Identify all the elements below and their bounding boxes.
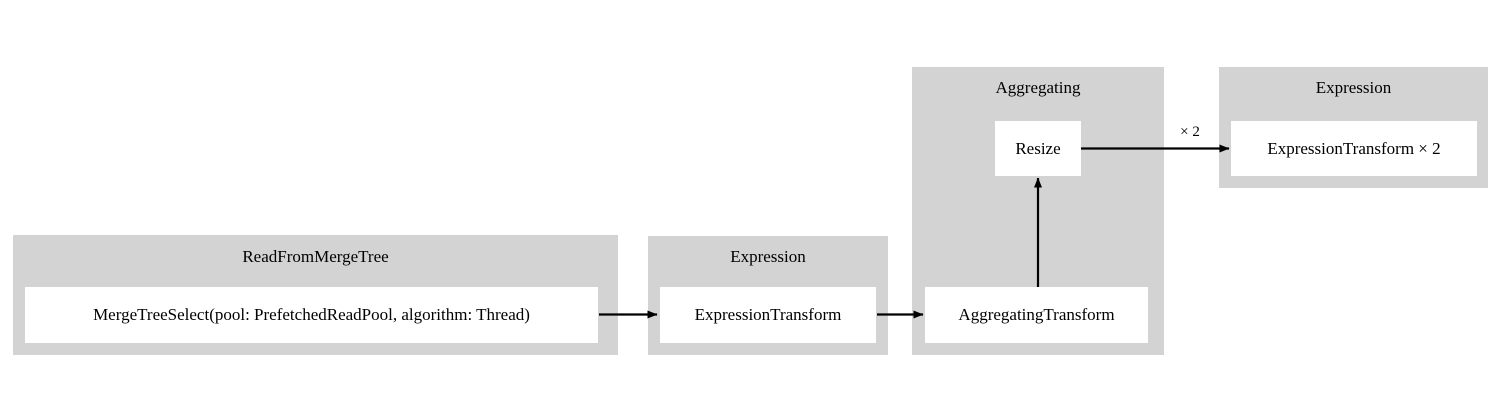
node-merge-tree-select[interactable]: MergeTreeSelect(pool: PrefetchedReadPool…: [25, 287, 598, 343]
cluster-title-read-from-merge-tree: ReadFromMergeTree: [242, 247, 389, 266]
cluster-title-expression-2: Expression: [1315, 78, 1392, 97]
cluster-title-aggregating: Aggregating: [995, 78, 1081, 97]
node-expression-transform[interactable]: ExpressionTransform: [660, 287, 876, 343]
node-aggregating-transform[interactable]: AggregatingTransform: [925, 287, 1148, 343]
node-expression-transform-x2[interactable]: ExpressionTransform × 2: [1231, 121, 1477, 176]
cluster-title-expression-1: Expression: [730, 247, 806, 266]
node-resize[interactable]: Resize: [995, 121, 1081, 176]
edge-label-resize-to-expression2: × 2: [1180, 124, 1200, 140]
